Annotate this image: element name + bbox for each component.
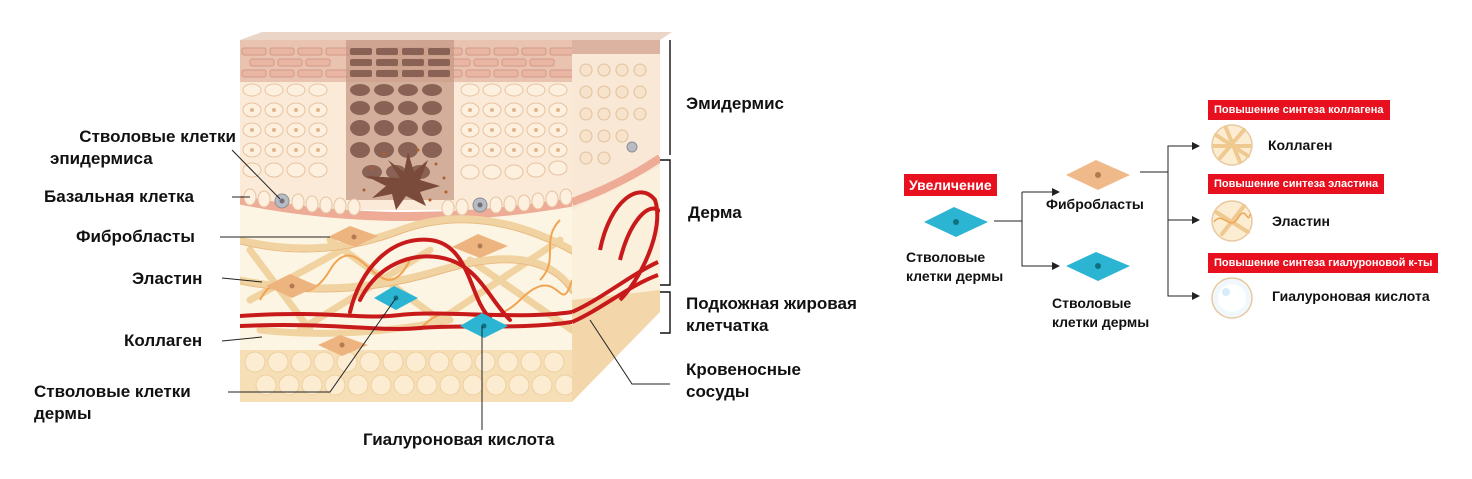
elastin-icon — [1211, 200, 1253, 242]
fibroblast-nucleus — [351, 234, 357, 240]
flow-connectors — [994, 145, 1196, 297]
blood-vessels — [240, 237, 572, 331]
skin-surface — [240, 32, 672, 40]
fibroblast-nucleus — [289, 283, 295, 289]
collagen-label: Коллаген — [124, 331, 203, 350]
elastin-label: Эластин — [132, 269, 203, 288]
melanin-cells — [350, 48, 450, 179]
subcutaneous-label: Подкожная жировая клетчатка — [686, 293, 857, 337]
fibroblasts-flow-label: Фибробласты — [1046, 196, 1144, 212]
fibroblasts — [266, 226, 508, 356]
subcutaneous-label-line1: Подкожная жировая — [686, 294, 857, 313]
collagen-synthesis-tag: Повышение синтеза коллагена — [1208, 100, 1390, 120]
blood-vessels-label: Кровеносные сосуды — [686, 359, 801, 403]
hyaluronic-acid-label: Гиалуроновая кислота — [363, 430, 555, 449]
source-stem-cell-nucleus — [953, 219, 959, 225]
stem-cells-flow-label-line2: клетки дермы — [1052, 314, 1150, 330]
dermis-stem-cells-label: Стволовые клетки дермы — [34, 381, 191, 425]
stem-cells-flow-label-line1: Стволовые — [1052, 295, 1132, 311]
dermis-label: Дерма — [688, 203, 742, 222]
collagen-fibres — [240, 215, 572, 337]
fibroblast-nucleus — [477, 243, 483, 249]
dermis-stem-cells-label-line2: дермы — [34, 404, 92, 423]
dermis-stem-cell-nucleus — [481, 323, 487, 329]
stem-cells-flow-label: Стволовые клетки дермы — [1052, 294, 1149, 332]
side-face — [572, 40, 660, 402]
fibroblasts-label: Фибробласты — [76, 227, 195, 246]
blood-vessels-label-line2: сосуды — [686, 382, 750, 401]
hyaluronic-output-label: Гиалуроновая кислота — [1272, 288, 1430, 304]
basal-cells — [243, 188, 572, 217]
source-stem-cell-label-line1: Стволовые — [906, 249, 986, 265]
collagen-output-label: Коллаген — [1268, 137, 1333, 153]
collagen-icon — [1211, 124, 1253, 166]
subcutaneous-label-line2: клетчатка — [686, 316, 769, 335]
fibroblast-nucleus — [339, 342, 345, 348]
source-stem-cell-label-line2: клетки дермы — [906, 268, 1004, 284]
epidermis-stem-cells-label-line1: Стволовые клетки — [79, 127, 236, 146]
elastin-synthesis-tag: Повышение синтеза эластина — [1208, 174, 1385, 194]
epidermis-stem-cells-label-line2: эпидермиса — [50, 149, 153, 168]
stem-cell-icon-nucleus — [1095, 263, 1101, 269]
flow-diagram — [924, 124, 1253, 319]
front-face — [240, 40, 572, 402]
leader-lines — [220, 149, 670, 430]
epidermis-stem-cell-nucleus — [279, 198, 285, 204]
layer-brackets — [660, 40, 671, 334]
melanocyte — [366, 152, 440, 210]
hyaluronic-synthesis-tag: Повышение синтеза гиалуроновой к-ты — [1208, 253, 1439, 273]
epidermis-stem-cell-nucleus — [477, 202, 483, 208]
side-vessels — [572, 190, 660, 324]
epidermis-stem-cells-label: Стволовые клетки эпидермиса — [40, 126, 236, 170]
hyaluronic-acid-icon — [1211, 277, 1253, 319]
source-stem-cell-label: Стволовые клетки дермы — [906, 248, 1003, 286]
elastin-output-label: Эластин — [1272, 213, 1330, 229]
dermis-stem-cells-label-line1: Стволовые клетки — [34, 382, 191, 401]
melanin-granules — [362, 148, 448, 202]
keratinocyte-nuclei — [250, 108, 560, 152]
fibroblast-icon-nucleus — [1095, 172, 1101, 178]
basal-cell-label: Базальная клетка — [44, 187, 194, 206]
increase-tag: Увеличение — [904, 174, 997, 196]
blood-vessels-label-line1: Кровеносные — [686, 360, 801, 379]
flow-arrowheads — [1052, 142, 1200, 300]
epidermis-label: Эмидермис — [686, 94, 785, 113]
